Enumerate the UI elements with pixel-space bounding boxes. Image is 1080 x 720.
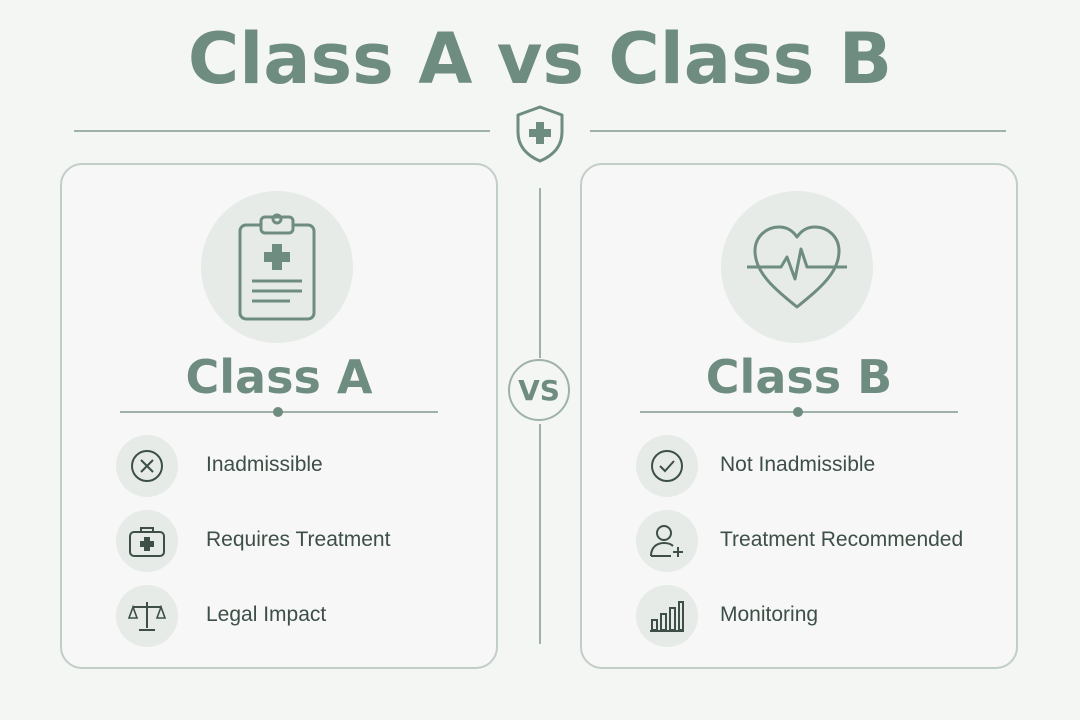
header-rule-left — [74, 130, 490, 132]
vs-badge: VS — [508, 359, 570, 421]
list-item: Not Inadmissible — [636, 435, 1006, 497]
scales-icon — [127, 602, 167, 631]
class-a-title: Class A — [185, 350, 373, 404]
clipboard-medical-icon — [238, 213, 316, 321]
center-divider-top — [539, 188, 541, 358]
list-item: Requires Treatment — [116, 510, 486, 572]
class-a-card: Class A Inadmissible Requires Treatment — [60, 163, 498, 669]
check-circle-icon — [651, 450, 683, 482]
class-a-hero — [201, 191, 353, 343]
item-label: Legal Impact — [206, 603, 327, 626]
class-b-divider-dot — [793, 407, 803, 417]
item-label: Inadmissible — [206, 453, 323, 476]
class-b-title: Class B — [705, 350, 893, 404]
list-item: Treatment Recommended — [636, 510, 1006, 572]
class-b-hero — [721, 191, 873, 343]
class-a-divider-dot — [273, 407, 283, 417]
class-b-card: Class B Not Inadmissible Treatment Recom… — [580, 163, 1018, 669]
item-label: Monitoring — [720, 603, 819, 626]
user-plus-icon — [650, 525, 683, 557]
page-title: Class A vs Class B — [187, 18, 893, 100]
item-label: Treatment Recommended — [720, 528, 964, 551]
list-item: Legal Impact — [116, 585, 486, 647]
center-divider-bottom — [539, 424, 541, 644]
medical-kit-icon — [129, 527, 165, 557]
x-circle-icon — [131, 450, 163, 482]
item-label: Requires Treatment — [206, 528, 391, 551]
header-rule-right — [590, 130, 1006, 132]
shield-plus-icon — [516, 105, 564, 163]
list-item: Monitoring — [636, 585, 1006, 647]
item-label: Not Inadmissible — [720, 453, 876, 476]
heart-pulse-icon — [747, 225, 847, 309]
list-item: Inadmissible — [116, 435, 486, 497]
bar-chart-icon — [650, 601, 684, 632]
